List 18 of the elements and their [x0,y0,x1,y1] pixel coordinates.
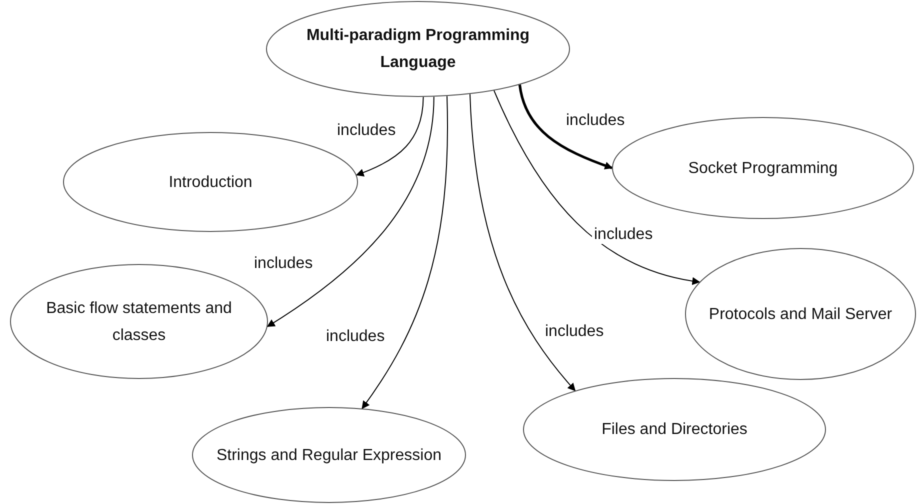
topic-ellipse [192,407,466,503]
arrow [494,90,700,285]
arrow [469,94,576,392]
topic-label: Files and Directories [602,420,748,440]
topic-label: Strings and Regular Expression [216,446,442,466]
topic-label: Introduction [168,172,252,192]
arrow [266,96,434,327]
edge-label: includes [592,226,655,244]
topic-ellipse [685,248,916,380]
topic-ellipse [523,378,826,481]
topic-label: Multi-paradigm Programming Language [305,26,531,73]
topic-label: Basic flow statements and classes [45,298,233,346]
arrow [518,84,613,170]
arrow [362,96,448,410]
topic-label: Socket Programming [688,158,838,178]
arrow [356,96,424,176]
topic-ellipse [266,1,570,97]
topic-label: Protocols and Mail Server [708,304,892,324]
